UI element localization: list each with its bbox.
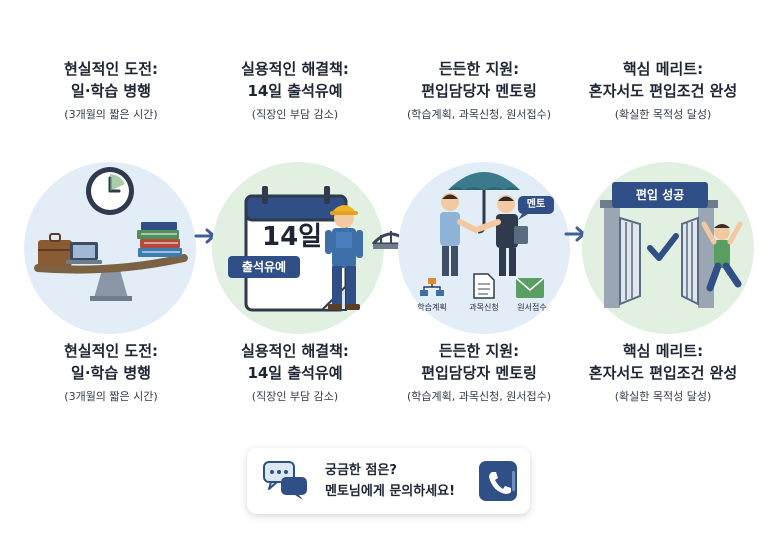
step3-top-title: 든든한 지원: 편입담당자 멘토링 (학습계획, 과목신청, 원서접수): [384, 58, 574, 125]
chat-bubbles-icon: [263, 461, 307, 500]
step4-top-subheading: 혼자서도 편입조건 완성: [588, 82, 738, 100]
phone-button[interactable]: [479, 461, 517, 501]
plan-icon: [420, 278, 444, 296]
step1-top-note: (3개월의 짧은 시간): [64, 108, 158, 121]
step4-top-note: (확실한 목적성 달성): [614, 108, 712, 121]
step3-bottom-title: 든든한 지원: 편입담당자 멘토링 (학습계획, 과목신청, 원서접수): [384, 340, 574, 407]
step3-top-subheading: 편입담당자 멘토링: [421, 82, 537, 100]
step1-bottom-note: (3개월의 짧은 시간): [64, 390, 158, 403]
calendar-icon: [244, 186, 363, 312]
step3-bottom-note: (학습계획, 과목신청, 원서접수): [406, 390, 551, 403]
envelope-icon: [515, 277, 545, 298]
step4-top-heading: 핵심 메리트:: [622, 60, 704, 78]
step2-top-subheading: 14일 출석유예: [247, 82, 343, 100]
step2-bottom-title: 실용적인 해결책: 14일 출석유예 (직장인 부담 감소): [200, 340, 390, 407]
step4-bottom-heading: 핵심 메리트:: [622, 342, 704, 360]
step2-top-heading: 실용적인 해결책:: [241, 60, 349, 78]
calendar-grace-tag: 출석유예: [228, 256, 300, 278]
cta-line2: 멘토님에게 문의하세요!: [325, 484, 456, 499]
step3-top-note: (학습계획, 과목신청, 원서접수): [406, 108, 551, 121]
step1-bottom-heading: 현실적인 도전:: [63, 342, 159, 360]
step2-bottom-note: (직장인 부담 감소): [251, 390, 339, 403]
gate-icon: [600, 182, 743, 308]
step3-bottom-subheading: 편입담당자 멘토링: [421, 364, 537, 382]
umbrella-handshake-icon: [420, 172, 554, 299]
mentor-bubble-label: 멘토: [526, 199, 546, 210]
step2-illustration: 14일 출석유예: [212, 162, 384, 334]
step4-illustration: 편입 성공: [582, 162, 754, 334]
icon-label-plan: 학습계획: [417, 303, 447, 312]
step1-top-title: 현실적인 도전: 일·학습 병행 (3개월의 짧은 시간): [16, 58, 206, 125]
document-icon: [473, 273, 495, 299]
step4-top-title: 핵심 메리트: 혼자서도 편입조건 완성 (확실한 목적성 달성): [568, 58, 758, 125]
step2-top-note: (직장인 부담 감소): [251, 108, 339, 121]
step2-bottom-subheading: 14일 출석유예: [247, 364, 343, 382]
cta-line1: 궁금한 점은?: [325, 463, 397, 478]
step4-bottom-subheading: 혼자서도 편입조건 완성: [588, 364, 738, 382]
step2-top-title: 실용적인 해결책: 14일 출석유예 (직장인 부담 감소): [200, 58, 390, 125]
icon-label-course: 과목신청: [469, 303, 499, 312]
success-banner-label: 편입 성공: [635, 188, 685, 202]
step4-bottom-title: 핵심 메리트: 혼자서도 편입조건 완성 (확실한 목적성 달성): [568, 340, 758, 407]
phone-icon: [489, 471, 515, 494]
cta-text: 궁금한 점은? 멘토님에게 문의하세요!: [325, 460, 455, 502]
icon-label-application: 원서접수: [517, 303, 547, 312]
step1-illustration: [24, 162, 196, 334]
step3-top-heading: 든든한 지원:: [438, 60, 520, 78]
step3-bottom-heading: 든든한 지원:: [438, 342, 520, 360]
step1-bottom-subheading: 일·학습 병행: [71, 364, 151, 382]
step1-bottom-title: 현실적인 도전: 일·학습 병행 (3개월의 짧은 시간): [16, 340, 206, 407]
calendar-day-label: 14일: [262, 222, 323, 252]
step1-top-heading: 현실적인 도전:: [63, 60, 159, 78]
step4-bottom-note: (확실한 목적성 달성): [614, 390, 712, 403]
contact-mentor-card[interactable]: 궁금한 점은? 멘토님에게 문의하세요!: [247, 448, 530, 514]
step3-illustration: 멘토 학습계획 과목신청 원서접수: [398, 162, 570, 334]
step2-bottom-heading: 실용적인 해결책:: [241, 342, 349, 360]
step1-top-subheading: 일·학습 병행: [71, 82, 151, 100]
balance-scale-icon: [34, 167, 188, 301]
